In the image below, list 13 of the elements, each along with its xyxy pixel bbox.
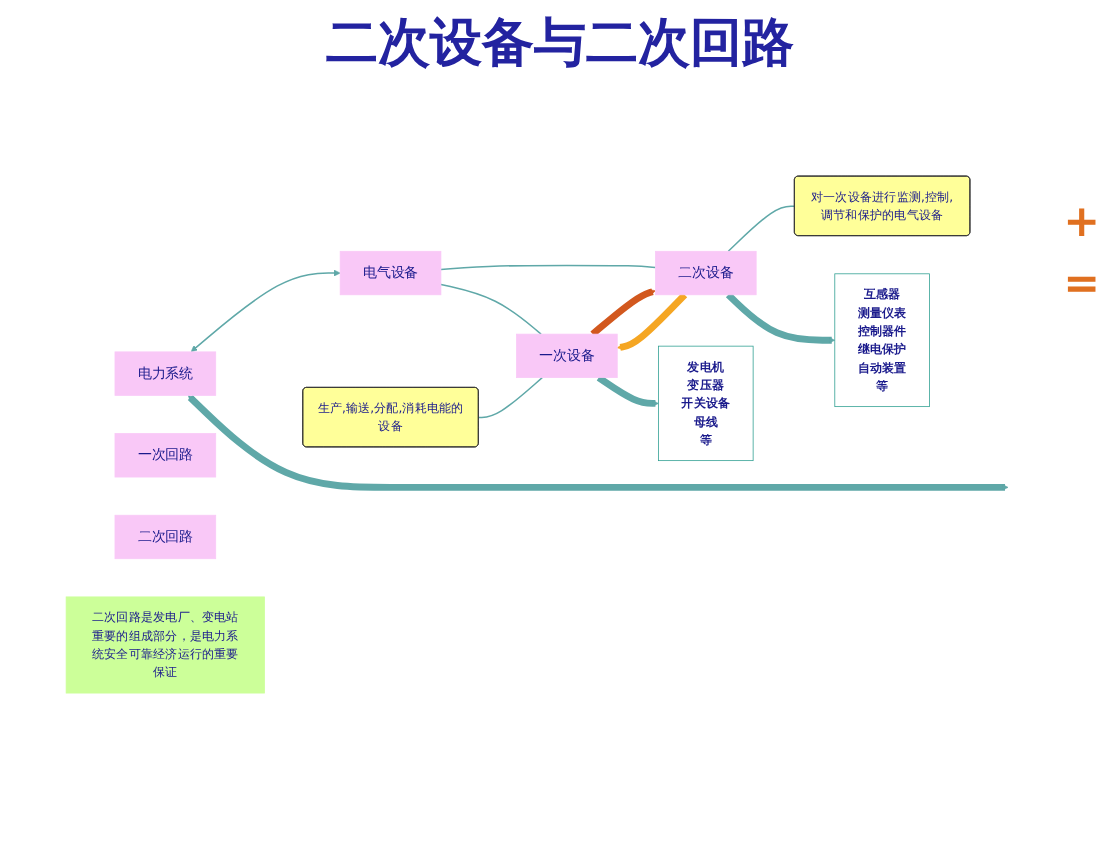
connector-line bbox=[440, 283, 542, 335]
arrow bbox=[596, 374, 659, 407]
connector-line bbox=[477, 376, 543, 418]
arrow bbox=[616, 291, 688, 351]
arrow bbox=[725, 291, 836, 344]
operator-sign: + bbox=[1063, 198, 1100, 248]
arrow bbox=[190, 269, 341, 352]
arrow bbox=[590, 287, 656, 337]
diagram-title: 二次设备与二次回路 bbox=[324, 12, 796, 78]
connector-line bbox=[440, 264, 657, 270]
arrow bbox=[187, 394, 1009, 491]
connector-line bbox=[727, 204, 796, 252]
operator-sign: = bbox=[1063, 260, 1100, 310]
